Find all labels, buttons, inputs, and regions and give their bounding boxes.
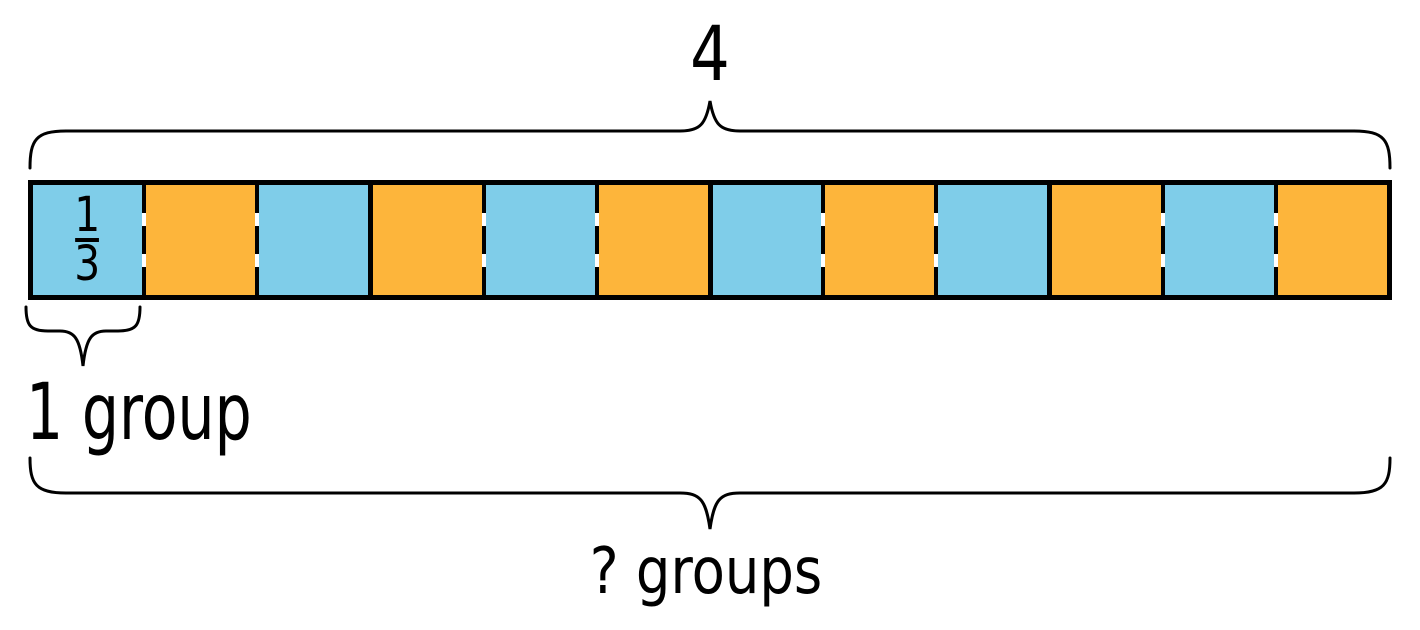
tape-segment-6-orange	[598, 185, 708, 295]
question-groups-brace	[28, 456, 1392, 530]
tape-segment-11-blue	[1165, 185, 1275, 295]
fraction-denominator: 3	[74, 236, 101, 292]
tape-segment-10-orange	[1052, 185, 1162, 295]
tape-segment-5-blue	[485, 185, 595, 295]
segment-separator-dashed	[594, 185, 599, 295]
segment-separator-dashed	[934, 185, 939, 295]
segment-separator-solid	[1047, 185, 1053, 295]
tape-segment-9-blue	[938, 185, 1048, 295]
segment-separator-solid	[707, 185, 713, 295]
segment-separator-dashed	[141, 185, 146, 295]
segment-separator-solid	[367, 185, 373, 295]
segment-separator-dashed	[1161, 185, 1166, 295]
one-group-brace	[24, 305, 142, 367]
question-groups-label: ? groups	[589, 535, 823, 609]
tape-segment-4-orange	[372, 185, 482, 295]
segment-separator-dashed	[821, 185, 826, 295]
fraction-bar	[75, 238, 100, 242]
fraction-numerator: 1	[74, 186, 101, 243]
tape-segment-7-blue	[712, 185, 822, 295]
total-brace	[28, 100, 1392, 170]
tape-segment-2-orange	[145, 185, 255, 295]
segment-separator-dashed	[481, 185, 486, 295]
segment-separator-dashed	[1274, 185, 1279, 295]
tape-segment-8-orange	[825, 185, 935, 295]
tape-segment-12-orange	[1278, 185, 1388, 295]
total-label: 4	[690, 9, 730, 98]
tape-segment-3-blue	[258, 185, 368, 295]
segment-separator-dashed	[254, 185, 259, 295]
one-group-label: 1 group	[26, 368, 252, 458]
